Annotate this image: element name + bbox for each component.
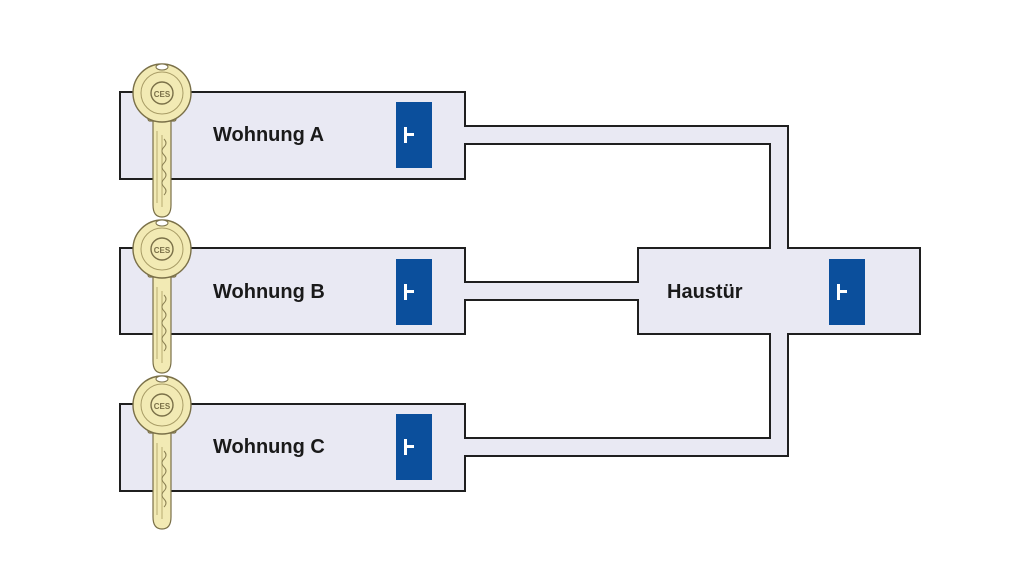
key-icon: CES — [132, 219, 192, 374]
connector-a-fill — [455, 127, 787, 258]
room-label-a: Wohnung A — [213, 124, 324, 146]
key-icon: CES — [132, 375, 192, 530]
door-icon — [396, 414, 432, 480]
connector-a-outline — [454, 125, 789, 259]
room-label-b: Wohnung B — [213, 281, 325, 303]
key-icon: CES — [132, 63, 192, 218]
connector-c-fill — [455, 324, 787, 455]
connector-c-outline — [454, 323, 789, 457]
room-label-c: Wohnung C — [213, 436, 325, 458]
key-brand: CES — [154, 90, 171, 99]
key-brand: CES — [154, 246, 171, 255]
door-icon — [396, 259, 432, 325]
door-icon — [396, 102, 432, 168]
door-icon — [829, 259, 865, 325]
main-door-label: Haustür — [667, 281, 743, 303]
connector-fills — [455, 127, 787, 455]
key-brand: CES — [154, 402, 171, 411]
